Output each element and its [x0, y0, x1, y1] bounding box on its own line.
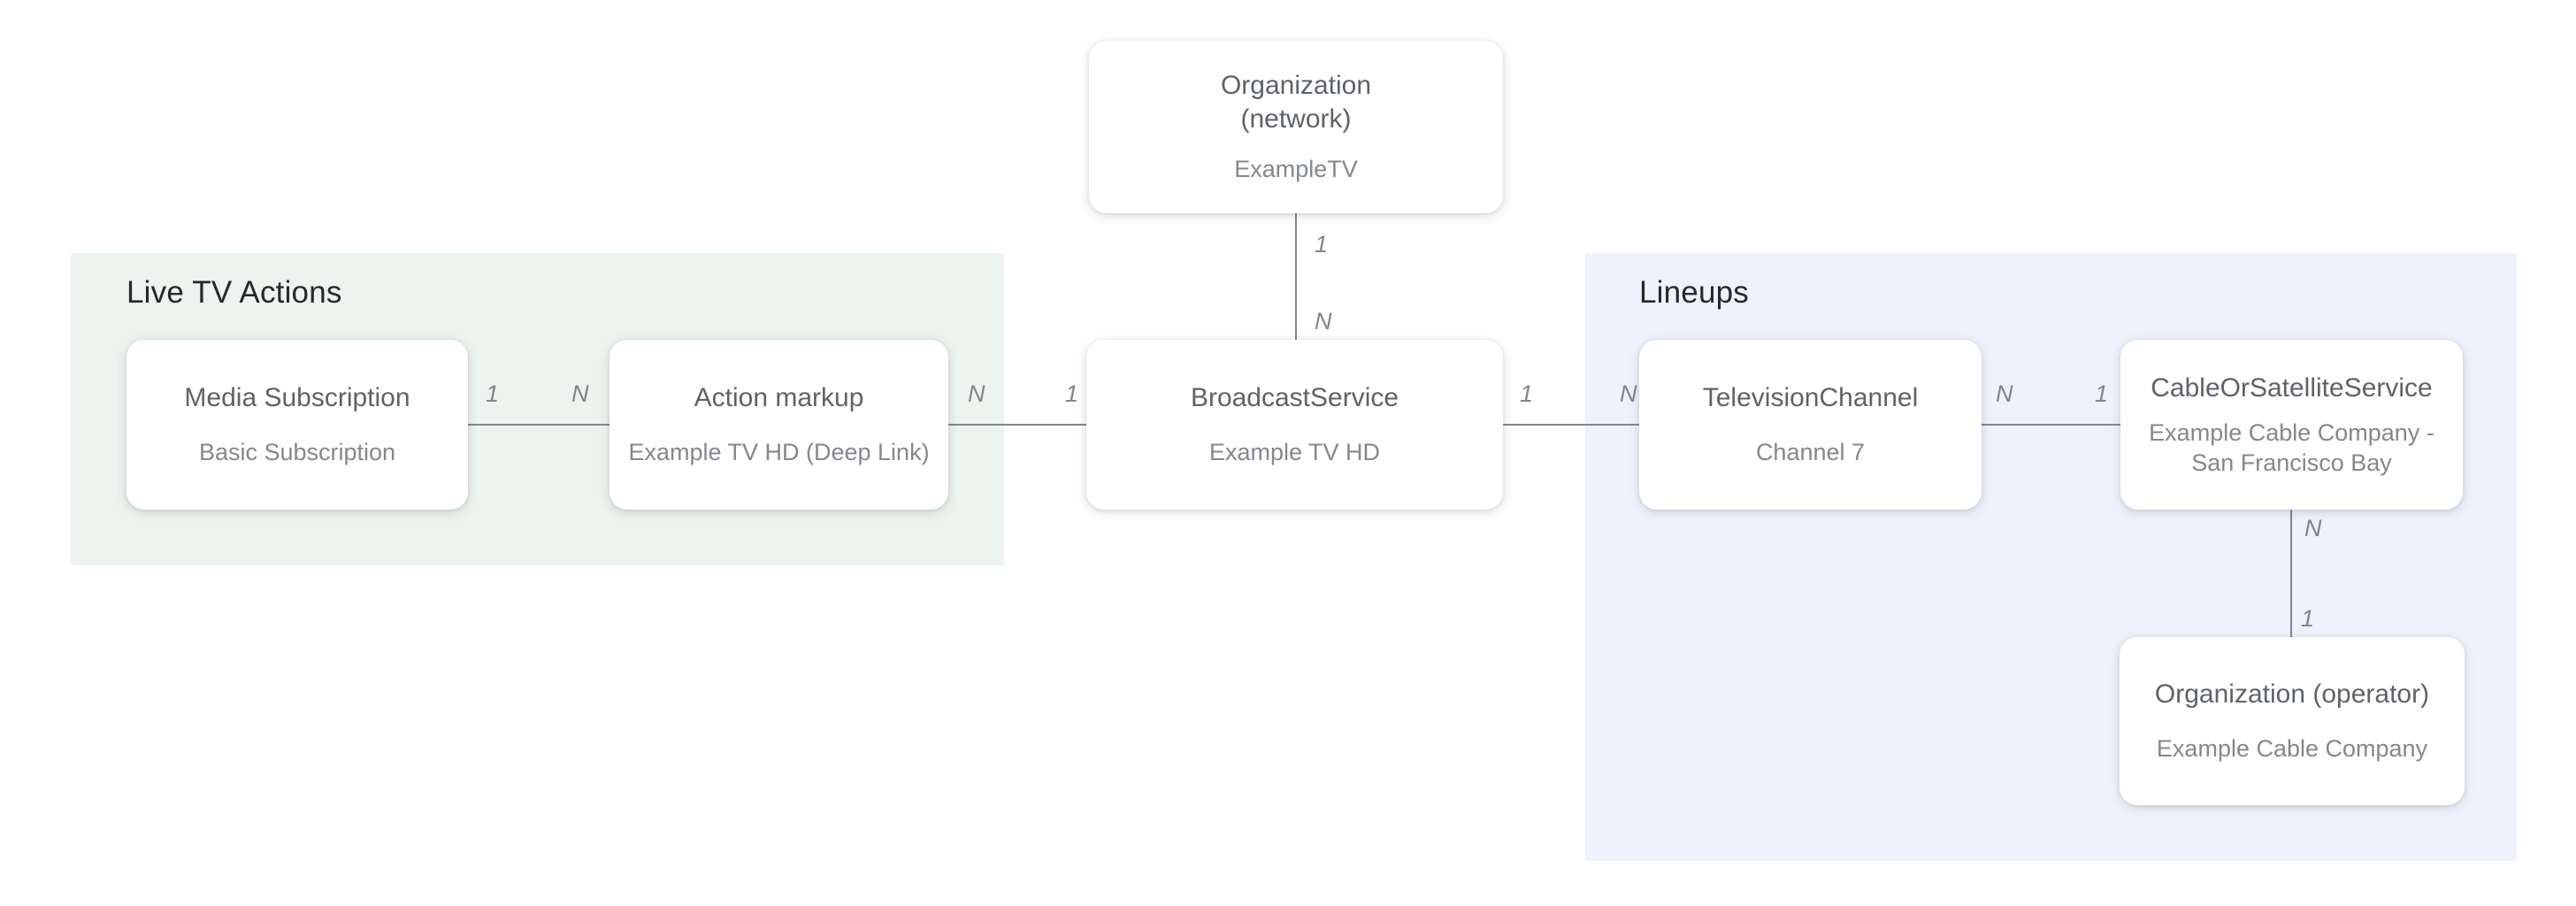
cardinality-action-right-side: N: [968, 380, 985, 407]
entity-subtitle: Example Cable Company: [2156, 734, 2428, 762]
cardinality-cable-left-side: 1: [2095, 380, 2109, 407]
entity-subtitle: ExampleTV: [1234, 156, 1358, 183]
entity-subtitle: Basic Subscription: [198, 438, 396, 465]
entity-cable-or-satellite-service: CableOrSatelliteService Example Cable Co…: [2120, 340, 2463, 510]
entity-title: BroadcastService: [1190, 383, 1399, 413]
entity-title: Media Subscription: [184, 383, 410, 413]
entity-action-markup: Action markup Example TV HD (Deep Link): [610, 340, 948, 510]
cardinality-cable-bottom-side: N: [2304, 515, 2322, 541]
entity-title: Organization (operator): [2154, 680, 2430, 710]
connector-action-to-broadcast: [948, 424, 1086, 426]
cardinality-tvchannel-right-side: N: [1996, 380, 2013, 407]
connector-tvchannel-to-cable: [1982, 424, 2120, 426]
region-title-live-tv-actions: Live TV Actions: [126, 275, 342, 310]
connector-cable-to-operator: [2290, 510, 2292, 637]
entity-subtitle: Example Cable Company - San Francisco Ba…: [2149, 419, 2434, 476]
entity-title: CableOrSatelliteService: [2150, 372, 2433, 403]
entity-title: Action markup: [694, 383, 864, 413]
entity-subtitle: Example TV HD (Deep Link): [628, 438, 930, 465]
entity-title: Organization (network): [1220, 71, 1372, 134]
cardinality-org-network-side: 1: [1315, 231, 1329, 257]
entity-title: TelevisionChannel: [1702, 383, 1919, 413]
cardinality-action-left-side: N: [571, 380, 589, 407]
connector-broadcast-to-tvchannel: [1503, 424, 1639, 426]
cardinality-tvchannel-left-side: N: [1620, 380, 1637, 407]
cardinality-broadcast-left-side: 1: [1065, 380, 1079, 407]
connector-org-network-to-broadcast: [1295, 213, 1297, 340]
entity-organization-operator: Organization (operator) Example Cable Co…: [2120, 637, 2465, 805]
entity-media-subscription: Media Subscription Basic Subscription: [126, 340, 468, 510]
entity-subtitle: Channel 7: [1755, 438, 1866, 465]
entity-subtitle: Example TV HD: [1208, 438, 1381, 465]
entity-television-channel: TelevisionChannel Channel 7: [1639, 340, 1982, 510]
region-title-lineups: Lineups: [1639, 275, 1750, 310]
cardinality-operator-side: 1: [2301, 605, 2315, 632]
connector-media-to-action: [468, 424, 610, 426]
cardinality-broadcast-right-side: 1: [1520, 380, 1534, 407]
cardinality-media-side: 1: [486, 380, 500, 407]
entity-broadcast-service: BroadcastService Example TV HD: [1086, 340, 1503, 510]
cardinality-broadcast-top-side: N: [1315, 308, 1332, 334]
entity-organization-network: Organization (network) ExampleTV: [1089, 41, 1503, 213]
